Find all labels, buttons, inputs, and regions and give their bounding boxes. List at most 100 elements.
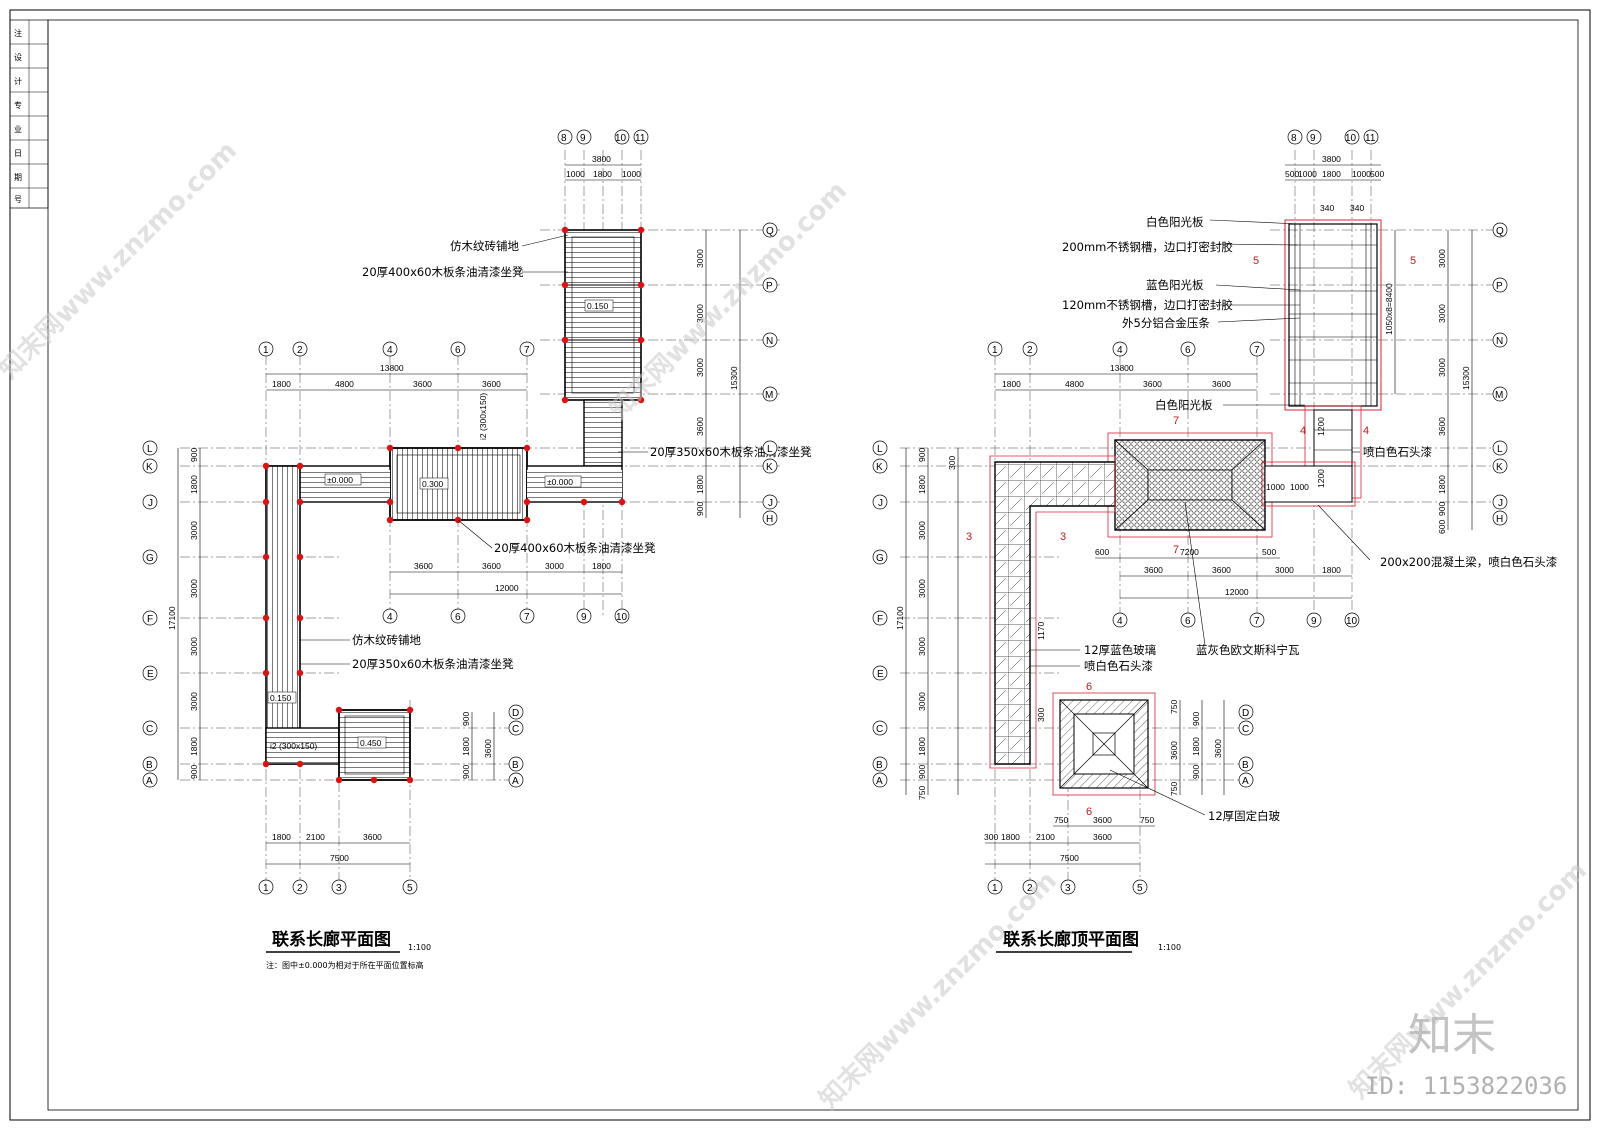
axis-A-pav: A <box>512 776 519 787</box>
dim-misc: 340 <box>1350 203 1364 213</box>
section-tag: 3 <box>966 531 972 543</box>
axis-K: K <box>766 462 773 473</box>
axis-A-pav: A <box>1242 776 1249 787</box>
dim-left-part: 3000 <box>917 579 927 598</box>
label-floor-tile-top: 仿木纹砖铺地 <box>450 239 519 253</box>
dim-top-total: 3800 <box>592 154 611 164</box>
slope-left: i2 (300x150) <box>270 741 317 751</box>
dim-row-part: 3600 <box>1212 379 1231 389</box>
axis-1-bottom: 1 <box>992 883 998 894</box>
axis-H: H <box>766 514 773 525</box>
dim-mid-part: 3600 <box>414 561 433 571</box>
dim-right-part: 900 <box>1437 502 1447 516</box>
dim-pav-part: 1800 <box>461 737 471 756</box>
axis-2: 2 <box>297 345 303 356</box>
section-tag: 7 <box>1173 544 1179 556</box>
right-plan-title: 联系长廊顶平面图 <box>1003 929 1139 950</box>
axis-7-mid: 7 <box>1254 616 1260 627</box>
right-roof-plan: 5 5 4 4 7 7 3 3 6 6 白色阳光板 200mm不锈钢槽，边口打密… <box>872 129 1557 953</box>
dim-misc: 1170 <box>1036 621 1046 640</box>
axis-F-left: F <box>877 614 883 625</box>
dim-mid-part: 3000 <box>545 561 564 571</box>
dim-top-part: 1000 <box>566 169 585 179</box>
label-blue-panel: 蓝色阳光板 <box>1146 278 1204 292</box>
dim-row-total: 13800 <box>380 363 404 373</box>
watermark: 知末网www.znzmo.com <box>0 136 243 385</box>
dim-bottom-part: 300 <box>984 832 998 842</box>
dim-misc: 300 <box>1036 708 1046 722</box>
axis-Q: Q <box>766 226 774 237</box>
dim-pav-part: 900 <box>1191 712 1201 726</box>
axis-B-left: B <box>146 760 153 771</box>
dim-mid-part: 3600 <box>1212 565 1231 575</box>
axis-C-pav: C <box>512 724 519 735</box>
axis-C-left: C <box>146 724 153 735</box>
dim-left-part: 900 <box>189 765 199 779</box>
axis-6: 6 <box>1185 345 1191 356</box>
dim-mid-extra: 7200 <box>1180 547 1199 557</box>
dim-row-part: 3600 <box>1143 379 1162 389</box>
axis-A-left: A <box>876 776 883 787</box>
left-plan-title: 联系长廊平面图 <box>272 929 391 950</box>
dim-row-part: 4800 <box>1065 379 1084 389</box>
dim-right-part: 3000 <box>695 358 705 377</box>
axis-2-bottom: 2 <box>1027 883 1033 894</box>
axis-9-mid: 9 <box>581 612 587 623</box>
axis-C-left: C <box>876 724 883 735</box>
section-tag: 7 <box>1173 415 1179 427</box>
dim-row-total: 13800 <box>1110 363 1134 373</box>
dim-pav-total: 3600 <box>1213 739 1223 758</box>
axis-J-left: J <box>148 498 153 509</box>
axis-K-left: K <box>876 462 883 473</box>
axis-4: 4 <box>1117 345 1123 356</box>
dim-top-part: 1800 <box>593 169 612 179</box>
dim-mid-part: 1800 <box>592 561 611 571</box>
dim-left-part: 1800 <box>917 737 927 756</box>
axis-3-bottom: 3 <box>1065 883 1071 894</box>
dim-right-part: 3000 <box>695 304 705 323</box>
title-block-cell: 设 <box>14 52 22 62</box>
title-block-cell: 注 <box>14 28 22 38</box>
title-block-cell: 业 <box>14 124 22 134</box>
axis-B-left: B <box>876 760 883 771</box>
axis-L-left: L <box>877 444 883 455</box>
axis-L: L <box>767 444 773 455</box>
dim-left-part: 750 <box>917 786 927 800</box>
dim-bottom-total: 7500 <box>1060 853 1079 863</box>
axis-4-mid: 4 <box>1117 616 1123 627</box>
dim-right-total: 15300 <box>1461 366 1471 390</box>
axis-N: N <box>766 336 773 347</box>
axis-E-left: E <box>877 669 884 680</box>
axis-M: M <box>765 390 773 401</box>
dim-right-total: 15300 <box>729 366 739 390</box>
axis-H: H <box>1496 514 1503 525</box>
axis-2-bottom: 2 <box>297 883 303 894</box>
dim-pav-part: 750 <box>1169 700 1179 714</box>
dim-left-total: 17100 <box>167 606 177 630</box>
dim-mid-extra: 500 <box>1262 547 1276 557</box>
dim-left-part: 1800 <box>189 475 199 494</box>
elevation-left-wing: 0.150 <box>270 693 292 703</box>
elevation-center: 0.300 <box>422 479 444 489</box>
axis-C-pav: C <box>1242 724 1249 735</box>
dim-pav-part: 1800 <box>1191 737 1201 756</box>
label-beam: 200x200混凝土梁，喷白色石头漆 <box>1380 555 1557 569</box>
brand-logo: 知末 <box>1408 1010 1496 1061</box>
axis-9: 9 <box>580 133 586 144</box>
label-bench-400-top: 20厚400x60木板条油清漆坐凳 <box>362 265 524 279</box>
dim-bottom-part: 3600 <box>363 832 382 842</box>
dim-top-part: 1000 <box>622 169 641 179</box>
dim-misc: 1200 <box>1316 417 1326 436</box>
dim-left-part: 300 <box>947 456 957 470</box>
dim-right-part: 1800 <box>1437 475 1447 494</box>
axis-10-mid: 10 <box>616 612 628 623</box>
title-block-cell: 号 <box>14 195 22 204</box>
axis-J: J <box>1498 498 1503 509</box>
dim-right-part: 3000 <box>1437 358 1447 377</box>
dim-right-part: 600 <box>1437 520 1447 534</box>
title-block: 注 设 计 专 业 日 期 号 <box>9 19 49 209</box>
dim-right-part: 3000 <box>1437 249 1447 268</box>
title-block-cell: 计 <box>14 76 22 86</box>
sheet-border <box>9 9 1591 1121</box>
dim-right-part: 3000 <box>1437 304 1447 323</box>
